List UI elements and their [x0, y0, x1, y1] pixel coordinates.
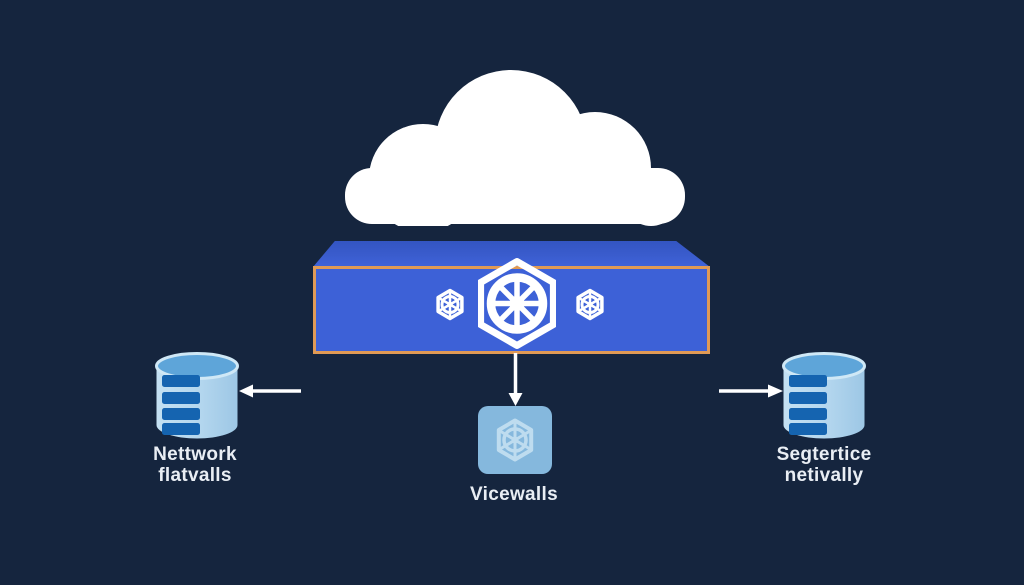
service-tile: [478, 406, 552, 474]
database-icon-left: [155, 352, 239, 439]
kubernetes-wheel-icon-tile: [496, 418, 534, 462]
label-right-line2: netivally: [784, 465, 864, 486]
label-right-database: Segtertice netivally: [744, 444, 904, 486]
database-icon-right: [782, 352, 866, 439]
kubernetes-wheel-icon-large: [478, 258, 556, 349]
arrow-down-icon: [508, 353, 523, 406]
label-service-tile: Vicewalls: [434, 484, 594, 505]
arrow-right-icon: [719, 384, 783, 398]
label-left-line2: flatvalls: [158, 465, 232, 486]
label-right-line1: Segtertice: [776, 444, 872, 465]
label-left-line1: Nettwork: [153, 444, 237, 465]
label-left-database: Nettwork flatvalls: [115, 444, 275, 486]
kubernetes-wheel-icon-small-right: [576, 288, 604, 321]
cloud-icon: [345, 70, 685, 226]
label-center-line1: Vicewalls: [470, 484, 558, 505]
arrow-left-icon: [239, 384, 301, 398]
kubernetes-wheel-icon-small-left: [436, 288, 464, 321]
